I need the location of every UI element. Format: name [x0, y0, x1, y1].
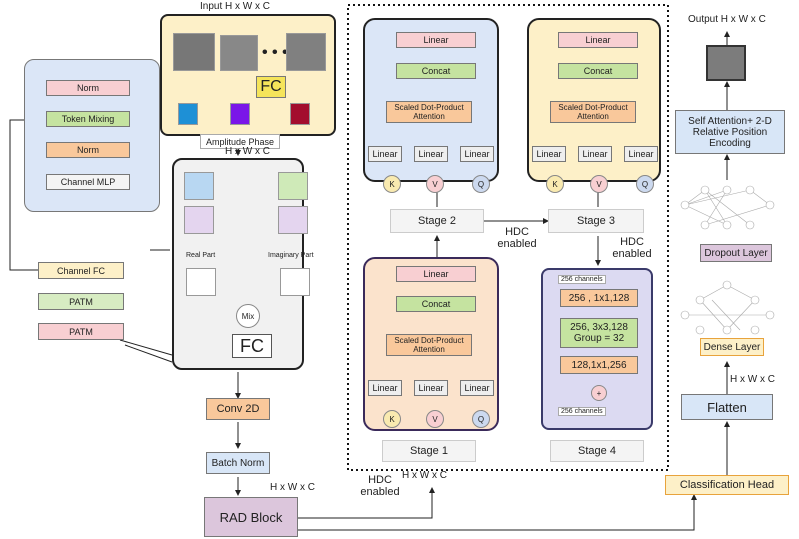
channel-fc-box: Channel FC — [38, 262, 124, 279]
stage1-linear-v: Linear — [414, 380, 448, 396]
amplitude-phase-label: Amplitude Phase — [200, 134, 280, 149]
leaf-image-3 — [286, 33, 326, 71]
stage1-linear-top: Linear — [396, 266, 476, 282]
bottleneck-in-channels: 256 channels — [558, 275, 606, 284]
dense-layer: Dense Layer — [700, 338, 764, 356]
stage2-concat: Concat — [396, 63, 476, 79]
classification-head: Classification Head — [665, 475, 789, 495]
output-label: Output H x W x C — [688, 14, 766, 25]
token-mixing-box: Token Mixing — [46, 111, 130, 127]
stage3-label: Stage 3 — [548, 209, 644, 233]
bottleneck-layer-3: 128,1x1,256 — [560, 356, 638, 374]
imag-output-stack — [280, 268, 310, 296]
stage3-q: Q — [636, 175, 654, 193]
stage1-linear-k: Linear — [368, 380, 402, 396]
bottleneck-layer-1: 256 , 1x1,128 — [560, 289, 638, 307]
rad-block: RAD Block — [204, 497, 298, 537]
hdc-enabled-label-2: HDC enabled — [497, 226, 537, 250]
leaf-image-1 — [173, 33, 215, 71]
stage1-q: Q — [472, 410, 490, 428]
stage1-concat: Concat — [396, 296, 476, 312]
hwc-label-top: H x W x C — [225, 146, 270, 157]
ellipsis-dots: • • • — [262, 44, 288, 61]
stage1-v: V — [426, 410, 444, 428]
stage2-q: Q — [472, 175, 490, 193]
leaf-image-2 — [220, 35, 258, 71]
bottleneck-layer-2: 256, 3x3,128 Group = 32 — [560, 318, 638, 348]
stage3-sdpa: Scaled Dot-Product Attention — [550, 101, 636, 123]
mixer-norm-2: Norm — [46, 142, 130, 158]
self-attention-box: Self Attention+ 2-D Relative Position En… — [675, 110, 785, 154]
batch-norm-box: Batch Norm — [206, 452, 270, 474]
stage2-v: V — [426, 175, 444, 193]
hdc-enabled-label-3: HDC enabled — [612, 236, 652, 260]
stage3-v: V — [590, 175, 608, 193]
residual-add-circle: + — [591, 385, 607, 401]
stage2-linear-k: Linear — [368, 146, 402, 162]
stage3-concat: Concat — [558, 63, 638, 79]
stage3-linear-k: Linear — [532, 146, 566, 162]
output-leaf-image — [706, 45, 746, 81]
stage3-k: K — [546, 175, 564, 193]
hwc-label-flatten: H x W x C — [730, 374, 775, 385]
imag-green-stack — [278, 172, 308, 200]
stage1-k: K — [383, 410, 401, 428]
stage1-label: Stage 1 — [382, 440, 476, 462]
patm-box-1: PATM — [38, 293, 124, 310]
stage2-linear-v: Linear — [414, 146, 448, 162]
stage3-linear-v: Linear — [578, 146, 612, 162]
stage2-linear-q: Linear — [460, 146, 494, 162]
real-pink-stack — [184, 206, 214, 234]
input-label: Input H x W x C — [200, 1, 271, 12]
dropout-layer: Dropout Layer — [700, 244, 772, 262]
stage4-label: Stage 4 — [550, 440, 644, 462]
stage2-k: K — [383, 175, 401, 193]
real-part-label: Real Part — [186, 252, 216, 259]
patm-box-2: PATM — [38, 323, 124, 340]
hwc-label-rad: H x W x C — [270, 482, 315, 493]
mix-circle: Mix — [236, 304, 260, 328]
real-output-stack — [186, 268, 216, 296]
channel-mlp-box: Channel MLP — [46, 174, 130, 190]
output-square-red — [290, 103, 310, 125]
stage3-linear-q: Linear — [624, 146, 658, 162]
conv2d-box: Conv 2D — [206, 398, 270, 420]
mixer-norm-1: Norm — [46, 80, 130, 96]
fc-box: FC — [256, 76, 286, 98]
stage2-sdpa: Scaled Dot-Product Attention — [386, 101, 472, 123]
stage1-linear-q: Linear — [460, 380, 494, 396]
bottleneck-out-channels: 256 channels — [558, 407, 606, 416]
real-blue-stack — [184, 172, 214, 200]
stage3-linear-top: Linear — [558, 32, 638, 48]
phase-square-purple — [230, 103, 250, 125]
fourier-fc-box: FC — [232, 334, 272, 358]
stage2-label: Stage 2 — [390, 209, 484, 233]
hwc-label-stage1: H x W x C — [402, 470, 447, 481]
hdc-enabled-label-1: HDC enabled — [360, 474, 400, 498]
imaginary-part-label: Imaginary Part — [268, 252, 314, 259]
stage2-linear-top: Linear — [396, 32, 476, 48]
imag-pink-stack — [278, 206, 308, 234]
flatten-box: Flatten — [681, 394, 773, 420]
stage1-sdpa: Scaled Dot-Product Attention — [386, 334, 472, 356]
amplitude-square-blue — [178, 103, 198, 125]
